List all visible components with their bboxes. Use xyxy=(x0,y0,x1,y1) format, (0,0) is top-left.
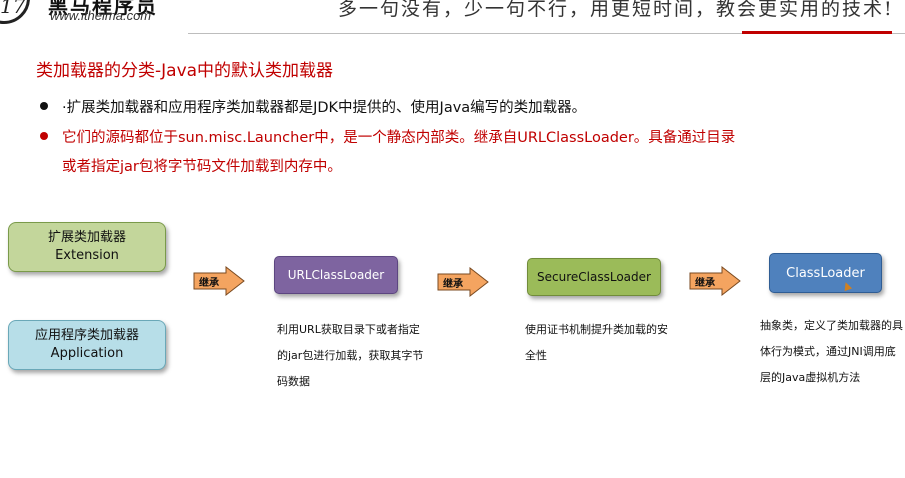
bullet-dot-1 xyxy=(40,102,48,110)
url-classloader-box: URLClassLoader xyxy=(274,256,398,294)
secure-classloader-label: SecureClassLoader xyxy=(537,270,651,284)
slogan: 多一句没有，少一句不行，用更短时间，教会更实用的技术! xyxy=(338,0,894,20)
bullet-dot-2 xyxy=(40,132,48,140)
application-loader-cn: 应用程序类加载器 xyxy=(34,328,139,343)
arrow-right-icon xyxy=(193,265,245,297)
extension-loader-en: Extension xyxy=(55,248,119,263)
bullet-2-line-1: 它们的源码都位于sun.misc.Launcher中，是一个静态内部类。继承自U… xyxy=(62,130,736,146)
inherit-label-2: 继承 xyxy=(443,279,463,290)
inherit-label-3: 继承 xyxy=(695,278,715,289)
inherit-arrow-3: 继承 xyxy=(689,265,741,297)
logo-url: www.itheima.com xyxy=(50,8,152,23)
inherit-arrow-2: 继承 xyxy=(437,266,489,298)
header-accent-line xyxy=(742,31,892,34)
classloader-label: ClassLoader xyxy=(786,265,865,281)
header-rule xyxy=(188,33,905,34)
slide-title: 类加载器的分类-Java中的默认类加载器 xyxy=(36,61,334,81)
bullet-2-line-2: 或者指定jar包将字节码文件加载到内存中。 xyxy=(62,159,342,175)
classloader-desc: 抽象类，定义了类加载器的具体行为模式，通过JNI调用底层的Java虚拟机方法 xyxy=(760,319,903,384)
inherit-label-1: 继承 xyxy=(199,278,219,289)
secure-classloader-box: SecureClassLoader xyxy=(527,258,661,296)
url-classloader-label: URLClassLoader xyxy=(287,268,385,282)
extension-loader-box: 扩展类加载器 Extension xyxy=(8,222,166,272)
extension-loader-cn: 扩展类加载器 xyxy=(47,230,126,245)
arrow-right-icon xyxy=(689,265,741,297)
url-classloader-desc: 利用URL获取目录下或者指定的jar包进行加载，获取其字节码数据 xyxy=(277,323,424,388)
logo-mark: 17 xyxy=(0,0,26,18)
application-loader-en: Application xyxy=(50,346,124,361)
logo-text: 黑马程序员 xyxy=(48,0,158,18)
application-loader-box: 应用程序类加载器 Application xyxy=(8,320,166,370)
inherit-arrow-1: 继承 xyxy=(193,265,245,297)
arrow-right-icon xyxy=(437,266,489,298)
classloader-box: ClassLoader xyxy=(769,253,882,293)
secure-classloader-desc: 使用证书机制提升类加载的安全性 xyxy=(525,323,668,362)
bullet-1-text: ·扩展类加载器和应用程序类加载器都是JDK中提供的、使用Java编写的类加载器。 xyxy=(62,100,587,116)
